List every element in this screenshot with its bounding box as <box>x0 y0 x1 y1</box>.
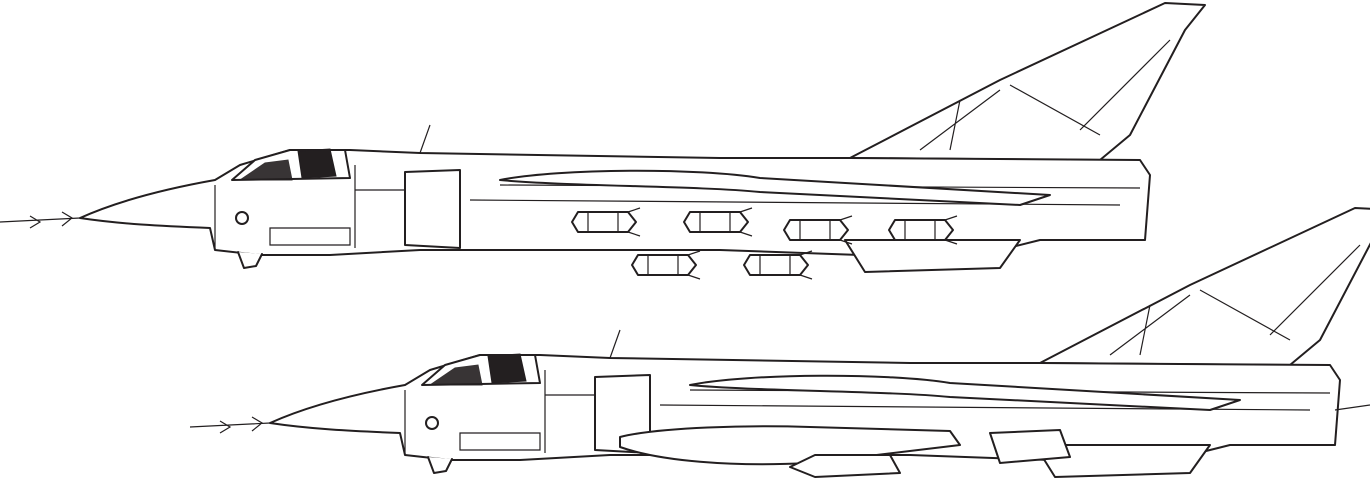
rocket-pod <box>789 454 901 478</box>
external-pod <box>619 425 961 466</box>
aircraft-side-view-bomb-load <box>0 2 1206 280</box>
bomb <box>743 250 813 280</box>
bomb <box>631 250 701 280</box>
rocket-pod <box>989 429 1071 464</box>
aircraft-side-view-pod-load <box>189 207 1370 478</box>
